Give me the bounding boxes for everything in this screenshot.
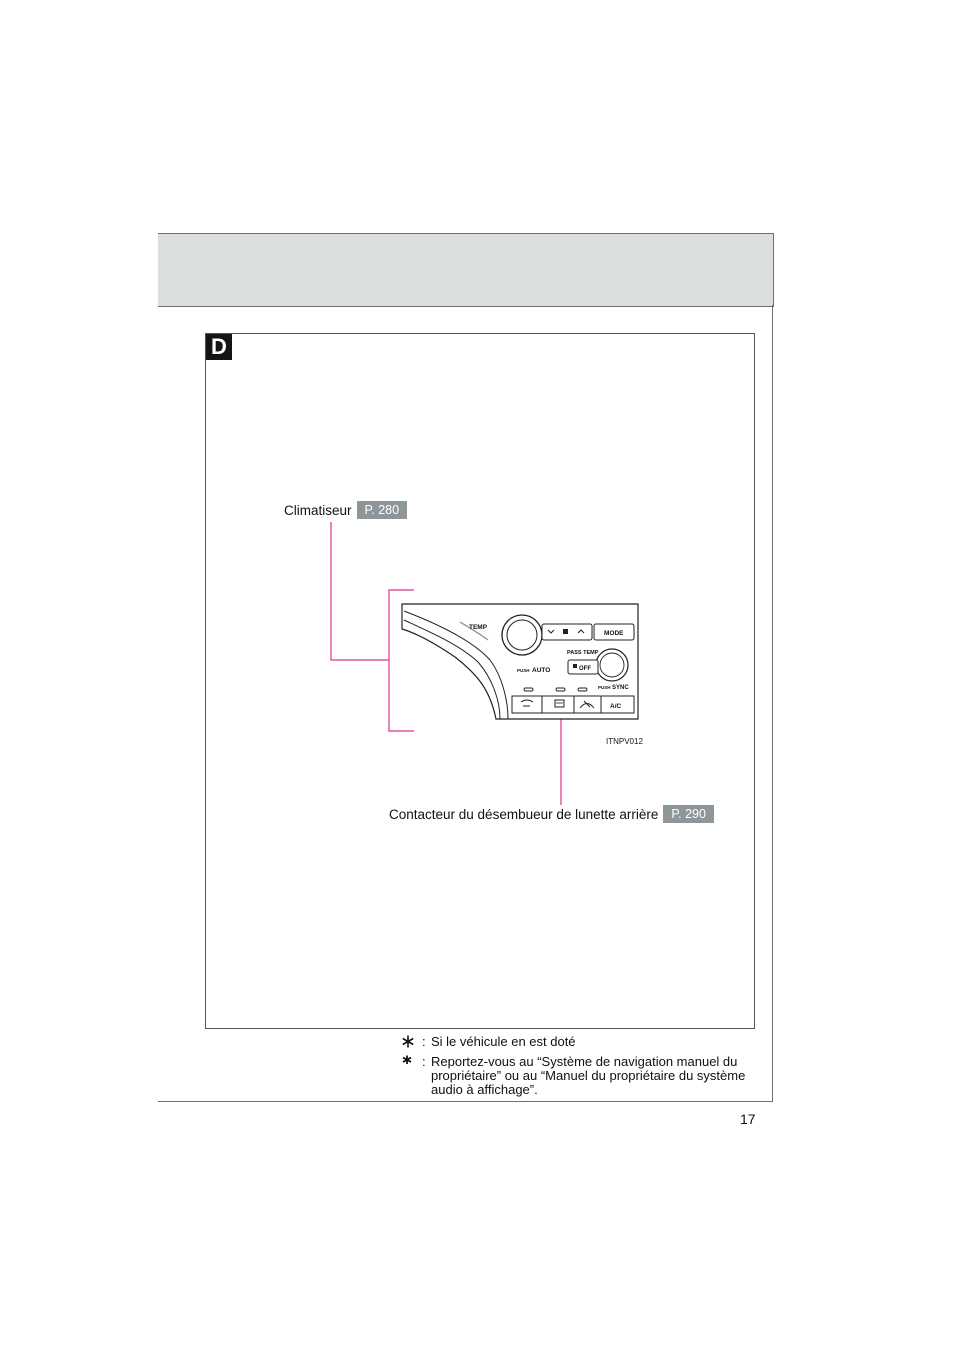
footnote-navigation-text: Reportez-vous au “Système de navigation … <box>431 1054 746 1097</box>
right-margin-rule <box>772 305 773 1102</box>
header-band <box>158 233 774 307</box>
off-label: OFF <box>579 666 591 672</box>
mode-button <box>593 623 635 641</box>
footnote-navigation: : Reportez-vous au “Système de navigatio… <box>402 1055 771 1097</box>
illustration-frame <box>205 333 755 1029</box>
recirculation-icon <box>579 700 595 709</box>
asterisk-icon <box>402 1055 422 1097</box>
push-right-label: PUSH <box>598 685 611 690</box>
pass-temp-label: PASS TEMP <box>567 650 599 656</box>
fan-down-icon <box>547 629 555 634</box>
leader-lines <box>330 522 562 805</box>
bottom-rule <box>158 1101 773 1102</box>
auto-label: AUTO <box>532 667 550 674</box>
footnote-optional-text: Si le véhicule en est doté <box>431 1034 576 1049</box>
callout-air-conditioner: Climatiseur P. 280 <box>284 501 408 519</box>
fan-up-icon <box>577 629 585 634</box>
front-defroster-icon <box>520 699 534 707</box>
page-ref-290[interactable]: P. 290 <box>663 805 714 823</box>
push-left-label: PUSH <box>517 668 530 673</box>
image-code: ITNPV012 <box>606 737 643 746</box>
off-button <box>567 659 599 675</box>
page-ref-280[interactable]: P. 280 <box>356 501 408 519</box>
sync-label: SYNC <box>612 685 629 691</box>
page-number: 17 <box>740 1111 756 1127</box>
section-badge: D <box>206 334 232 360</box>
callout-rear-defogger-label: Contacteur du désembueur de lunette arri… <box>389 806 659 822</box>
mode-label: MODE <box>604 630 624 637</box>
footnote-optional: : Si le véhicule en est doté <box>402 1035 771 1049</box>
ac-label: A/C <box>610 703 622 710</box>
fan-icon <box>563 629 568 634</box>
rear-defogger-icon <box>554 699 565 708</box>
footnotes: : Si le véhicule en est doté : Reportez-… <box>402 1035 771 1097</box>
asterisk-star-icon <box>402 1035 422 1049</box>
callout-rear-defogger: Contacteur du désembueur de lunette arri… <box>389 805 714 823</box>
off-fan-icon <box>573 664 577 668</box>
temp-label: TEMP <box>469 624 488 631</box>
callout-air-conditioner-label: Climatiseur <box>284 502 352 518</box>
